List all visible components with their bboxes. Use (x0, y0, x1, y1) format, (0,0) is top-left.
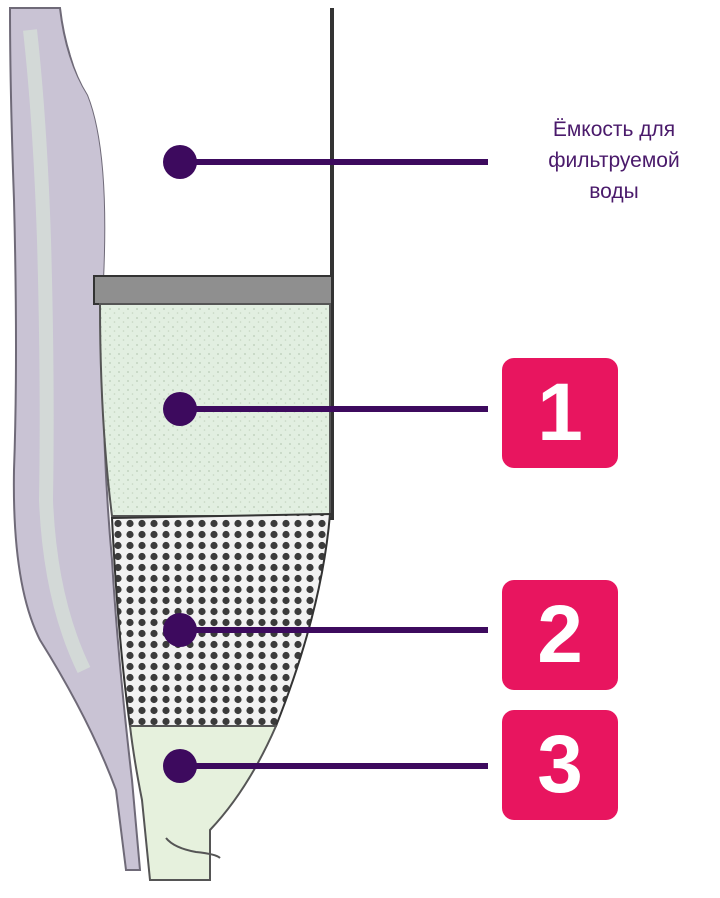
layer-2-badge: 2 (502, 580, 618, 690)
layer-1-badge: 1 (502, 358, 618, 468)
leader-dot-3 (163, 749, 197, 783)
ring (94, 276, 332, 304)
layer-3 (130, 726, 276, 880)
leader-dot-1 (163, 392, 197, 426)
leader-dot-2 (163, 613, 197, 647)
container-label: Ёмкость для фильтруемой воды (508, 114, 720, 207)
layer-2 (112, 514, 330, 726)
leader-dot-container (163, 145, 197, 179)
layer-3-badge: 3 (502, 710, 618, 820)
